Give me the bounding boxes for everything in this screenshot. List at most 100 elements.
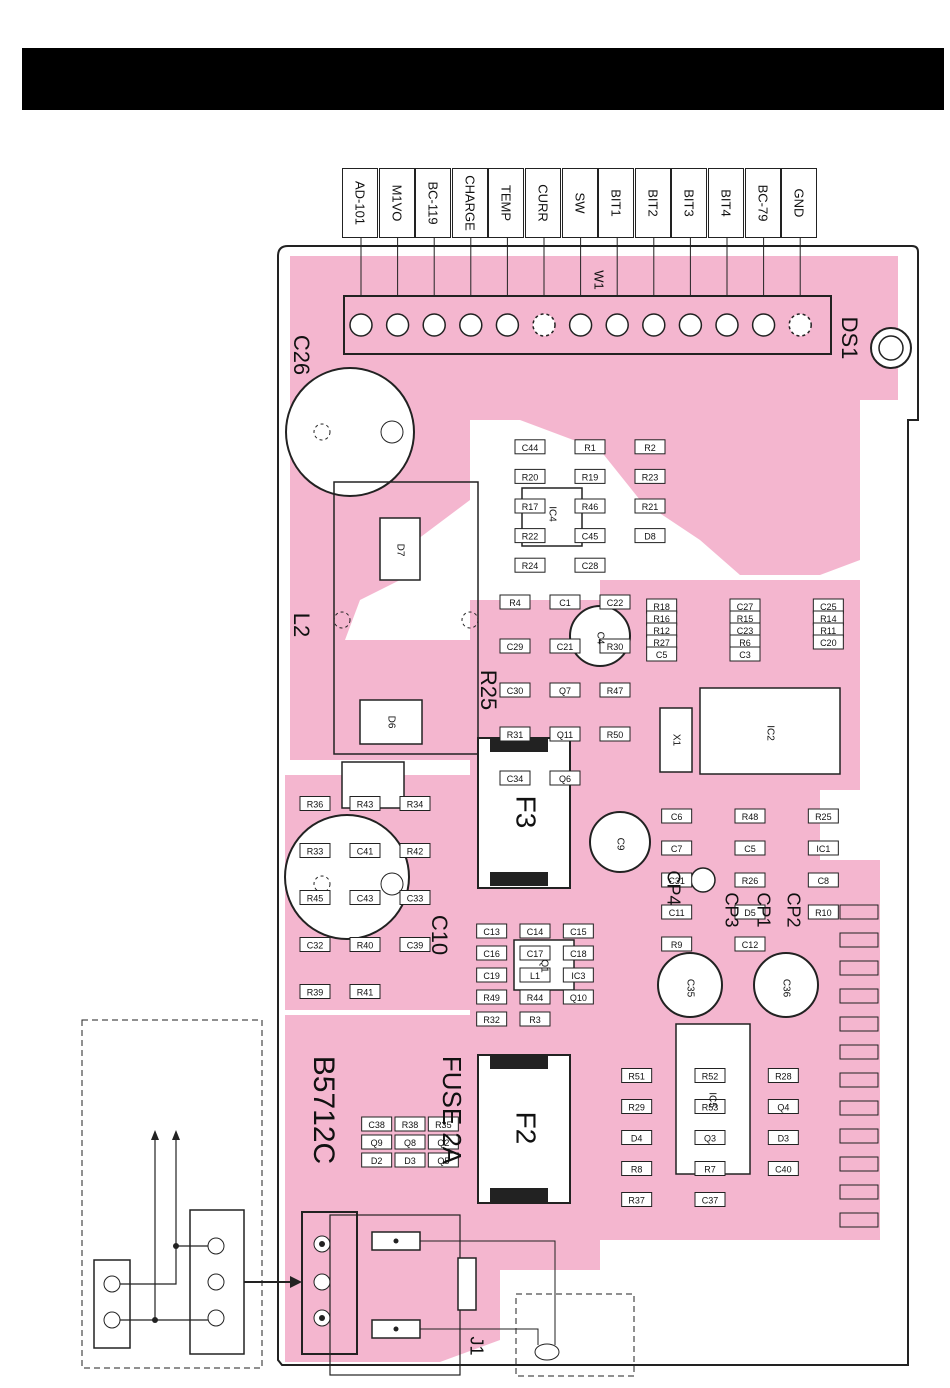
component-label: R52 (694, 1068, 726, 1083)
component-label: R30 (599, 638, 631, 654)
w1-pin (751, 313, 776, 337)
component-label: C19 (476, 967, 508, 983)
component-label: Q4 (767, 1099, 799, 1114)
f3-fuse (477, 737, 571, 889)
c9-label: C9 (614, 838, 625, 851)
edge-finger (839, 1212, 879, 1228)
w1-pin (715, 313, 739, 337)
component-label-text: R32 (483, 1015, 500, 1025)
component-label: C32 (299, 937, 331, 952)
component-label-text: C41 (357, 847, 374, 857)
component-label-text: R38 (402, 1120, 419, 1130)
component-label: R40 (349, 937, 381, 952)
component-label-text: R2 (644, 443, 656, 453)
component-label: Q9 (361, 1134, 393, 1150)
component-label: R1 (574, 439, 606, 455)
component-label-text: Q2 (437, 1138, 449, 1148)
component-label: R26 (734, 872, 766, 888)
edge-finger (839, 1072, 879, 1088)
component-label: C31 (661, 872, 693, 888)
component-label-text: C29 (507, 642, 524, 652)
component-label: Q10 (562, 989, 594, 1005)
component-label: L1 (519, 967, 551, 983)
component-label: C28 (574, 557, 606, 573)
component-label-text: Q3 (704, 1134, 716, 1144)
x1-crystal (659, 707, 693, 773)
f2-label: F2 (511, 1112, 542, 1145)
component-label: R21 (634, 498, 666, 514)
component-label-text: C8 (818, 876, 830, 886)
component-label: C11 (661, 904, 693, 920)
edge-finger (839, 1184, 879, 1200)
component-label-text: R19 (582, 472, 599, 482)
component-label-text: R6 (739, 638, 751, 648)
component-label-text: D2 (371, 1156, 383, 1166)
edge-fingers (839, 904, 879, 1228)
connector-pin-cell: BC-119 (415, 168, 452, 238)
component-label-text: C17 (527, 949, 544, 959)
w1-pin (788, 313, 812, 337)
component-label-text: R3 (529, 1015, 541, 1025)
cp1-label: CP1 (753, 892, 773, 927)
connector-pin-cell: GND (781, 168, 818, 238)
component-label: R8 (621, 1161, 653, 1176)
component-label: R20 (514, 468, 546, 484)
component-label-text: C30 (507, 686, 524, 696)
component-label-text: L1 (530, 971, 540, 981)
component-label: IC3 (562, 967, 594, 983)
component-label-text: R52 (702, 1072, 719, 1082)
w1-pin (678, 313, 703, 337)
component-label: C13 (476, 923, 508, 939)
component-label-text: C40 (775, 1165, 792, 1175)
component-label-text: R12 (653, 626, 670, 636)
component-label-text: D4 (631, 1134, 643, 1144)
c35-label: C35 (684, 979, 695, 998)
component-label: R28 (767, 1068, 799, 1083)
component-label: C30 (499, 682, 531, 698)
component-label-text: R34 (407, 800, 424, 810)
component-label: C1 (549, 594, 581, 610)
title-bar (22, 48, 944, 110)
component-label: R53 (694, 1099, 726, 1114)
w1-pin (642, 313, 666, 337)
edge-finger (839, 960, 879, 976)
component-label-text: R17 (522, 502, 539, 512)
j1-label: J1 (466, 1336, 486, 1355)
component-label-text: R1 (584, 443, 596, 453)
component-label: D2 (361, 1152, 393, 1168)
w1-connector (343, 295, 832, 355)
component-label: R49 (476, 989, 508, 1005)
component-label: C37 (694, 1192, 726, 1207)
component-label-text: Q5 (437, 1156, 449, 1166)
component-label-text: R53 (702, 1103, 719, 1113)
f3-label: F3 (511, 796, 542, 829)
component-label: C33 (399, 890, 431, 905)
component-label-text: R40 (357, 941, 374, 951)
component-label: C3 (729, 646, 761, 662)
model-label: B5712C (307, 1056, 340, 1164)
component-label: C15 (562, 923, 594, 939)
component-label: R44 (519, 989, 551, 1005)
edge-finger (839, 988, 879, 1004)
c36-capacitor (753, 952, 819, 1018)
ic2-chip (699, 687, 841, 775)
copper-mid-left (290, 560, 345, 760)
component-label-text: R44 (527, 993, 544, 1003)
component-label-text: D3 (404, 1156, 416, 1166)
component-label: R2 (634, 439, 666, 455)
component-label-text: Q7 (559, 686, 571, 696)
component-label: R32 (476, 1011, 508, 1027)
component-label: D5 (734, 904, 766, 920)
component-label-text: R18 (653, 602, 670, 612)
component-label-text: R28 (775, 1072, 792, 1082)
component-label-text: C38 (368, 1120, 385, 1130)
component-label-text: R29 (628, 1103, 645, 1113)
component-label-text: Q9 (371, 1138, 383, 1148)
c10-label: C10 (427, 915, 452, 955)
component-label-text: D5 (744, 908, 756, 918)
ic4-label: IC4 (546, 506, 557, 522)
component-label-text: R50 (607, 730, 624, 740)
led (534, 1343, 560, 1361)
